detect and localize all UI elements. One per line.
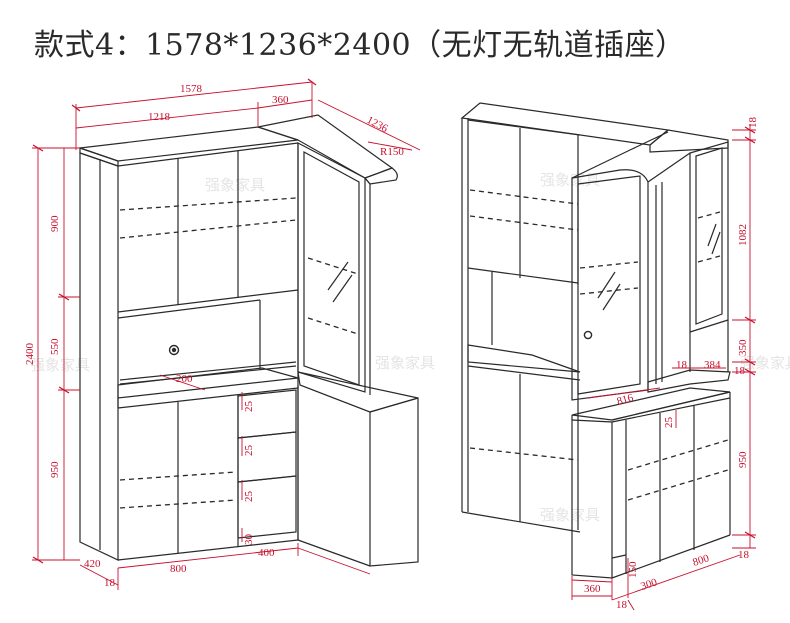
dim-niche-depth: 200 <box>176 373 193 385</box>
dim-h-upper: 900 <box>49 215 61 232</box>
dim-base-depth: 360 <box>584 583 601 595</box>
right-cabinet <box>460 102 731 579</box>
right-shelf-lines <box>469 189 729 501</box>
dim-shelf-left: 18 <box>676 359 688 371</box>
dim-base-side: 300 <box>639 576 659 593</box>
dim-h-middle: 550 <box>49 338 61 355</box>
dim-counter-gap: 25 <box>663 417 675 429</box>
dim-base-width: 800 <box>170 563 187 575</box>
left-dimension-lines <box>32 81 421 590</box>
right-dimension-ticks <box>744 126 756 539</box>
dim-base-gap: 18 <box>104 577 116 589</box>
dim-side-depth: 1236 <box>365 114 390 135</box>
dim-base-depth: 420 <box>84 558 101 570</box>
dim-base-width: 800 <box>691 552 711 569</box>
dim-main-width: 1218 <box>148 111 171 123</box>
dim-height-total: 2400 <box>24 343 36 366</box>
dim-shelf-gap: 18 <box>734 365 746 377</box>
dim-drawer-gap: 25 <box>243 401 255 413</box>
page-title: 款式4：1578*1236*2400（无灯无轨道插座） <box>34 28 686 63</box>
dim-base-gap-2: 18 <box>616 599 628 611</box>
dim-h-lower: 950 <box>49 461 61 478</box>
left-shelf-lines <box>119 197 359 509</box>
right-dimension-lines <box>571 124 756 611</box>
dim-top-gap: 18 <box>747 117 759 129</box>
watermark: 强象家具 <box>540 506 600 524</box>
dim-corner-width: 360 <box>272 94 289 106</box>
dim-plinth: 150 <box>627 561 639 578</box>
dim-counter-width: 816 <box>616 392 636 408</box>
dim-lower-height: 950 <box>737 451 749 468</box>
left-dimension-ticks <box>32 78 317 564</box>
dim-drawer-gap: 25 <box>243 445 255 457</box>
dim-side-base-width: 400 <box>258 547 275 559</box>
dim-top-radius: R150 <box>380 146 404 158</box>
watermark: 强象家具 <box>205 176 265 194</box>
watermark: 强象家具 <box>375 354 435 372</box>
dim-shelf-depth: 384 <box>704 359 721 371</box>
watermark: 强象家具 <box>740 354 790 372</box>
left-cabinet <box>79 114 419 567</box>
dim-total-width: 1578 <box>180 83 203 95</box>
dim-plinth: 30 <box>243 534 255 546</box>
dim-shelf-height: 350 <box>737 339 749 356</box>
dim-base-gap: 18 <box>738 549 750 561</box>
dim-drawer-gap: 25 <box>243 491 255 503</box>
dim-glass-height: 1082 <box>737 224 749 246</box>
watermark: 强象家具 <box>30 356 90 374</box>
watermark: 强象家具 <box>540 171 600 189</box>
